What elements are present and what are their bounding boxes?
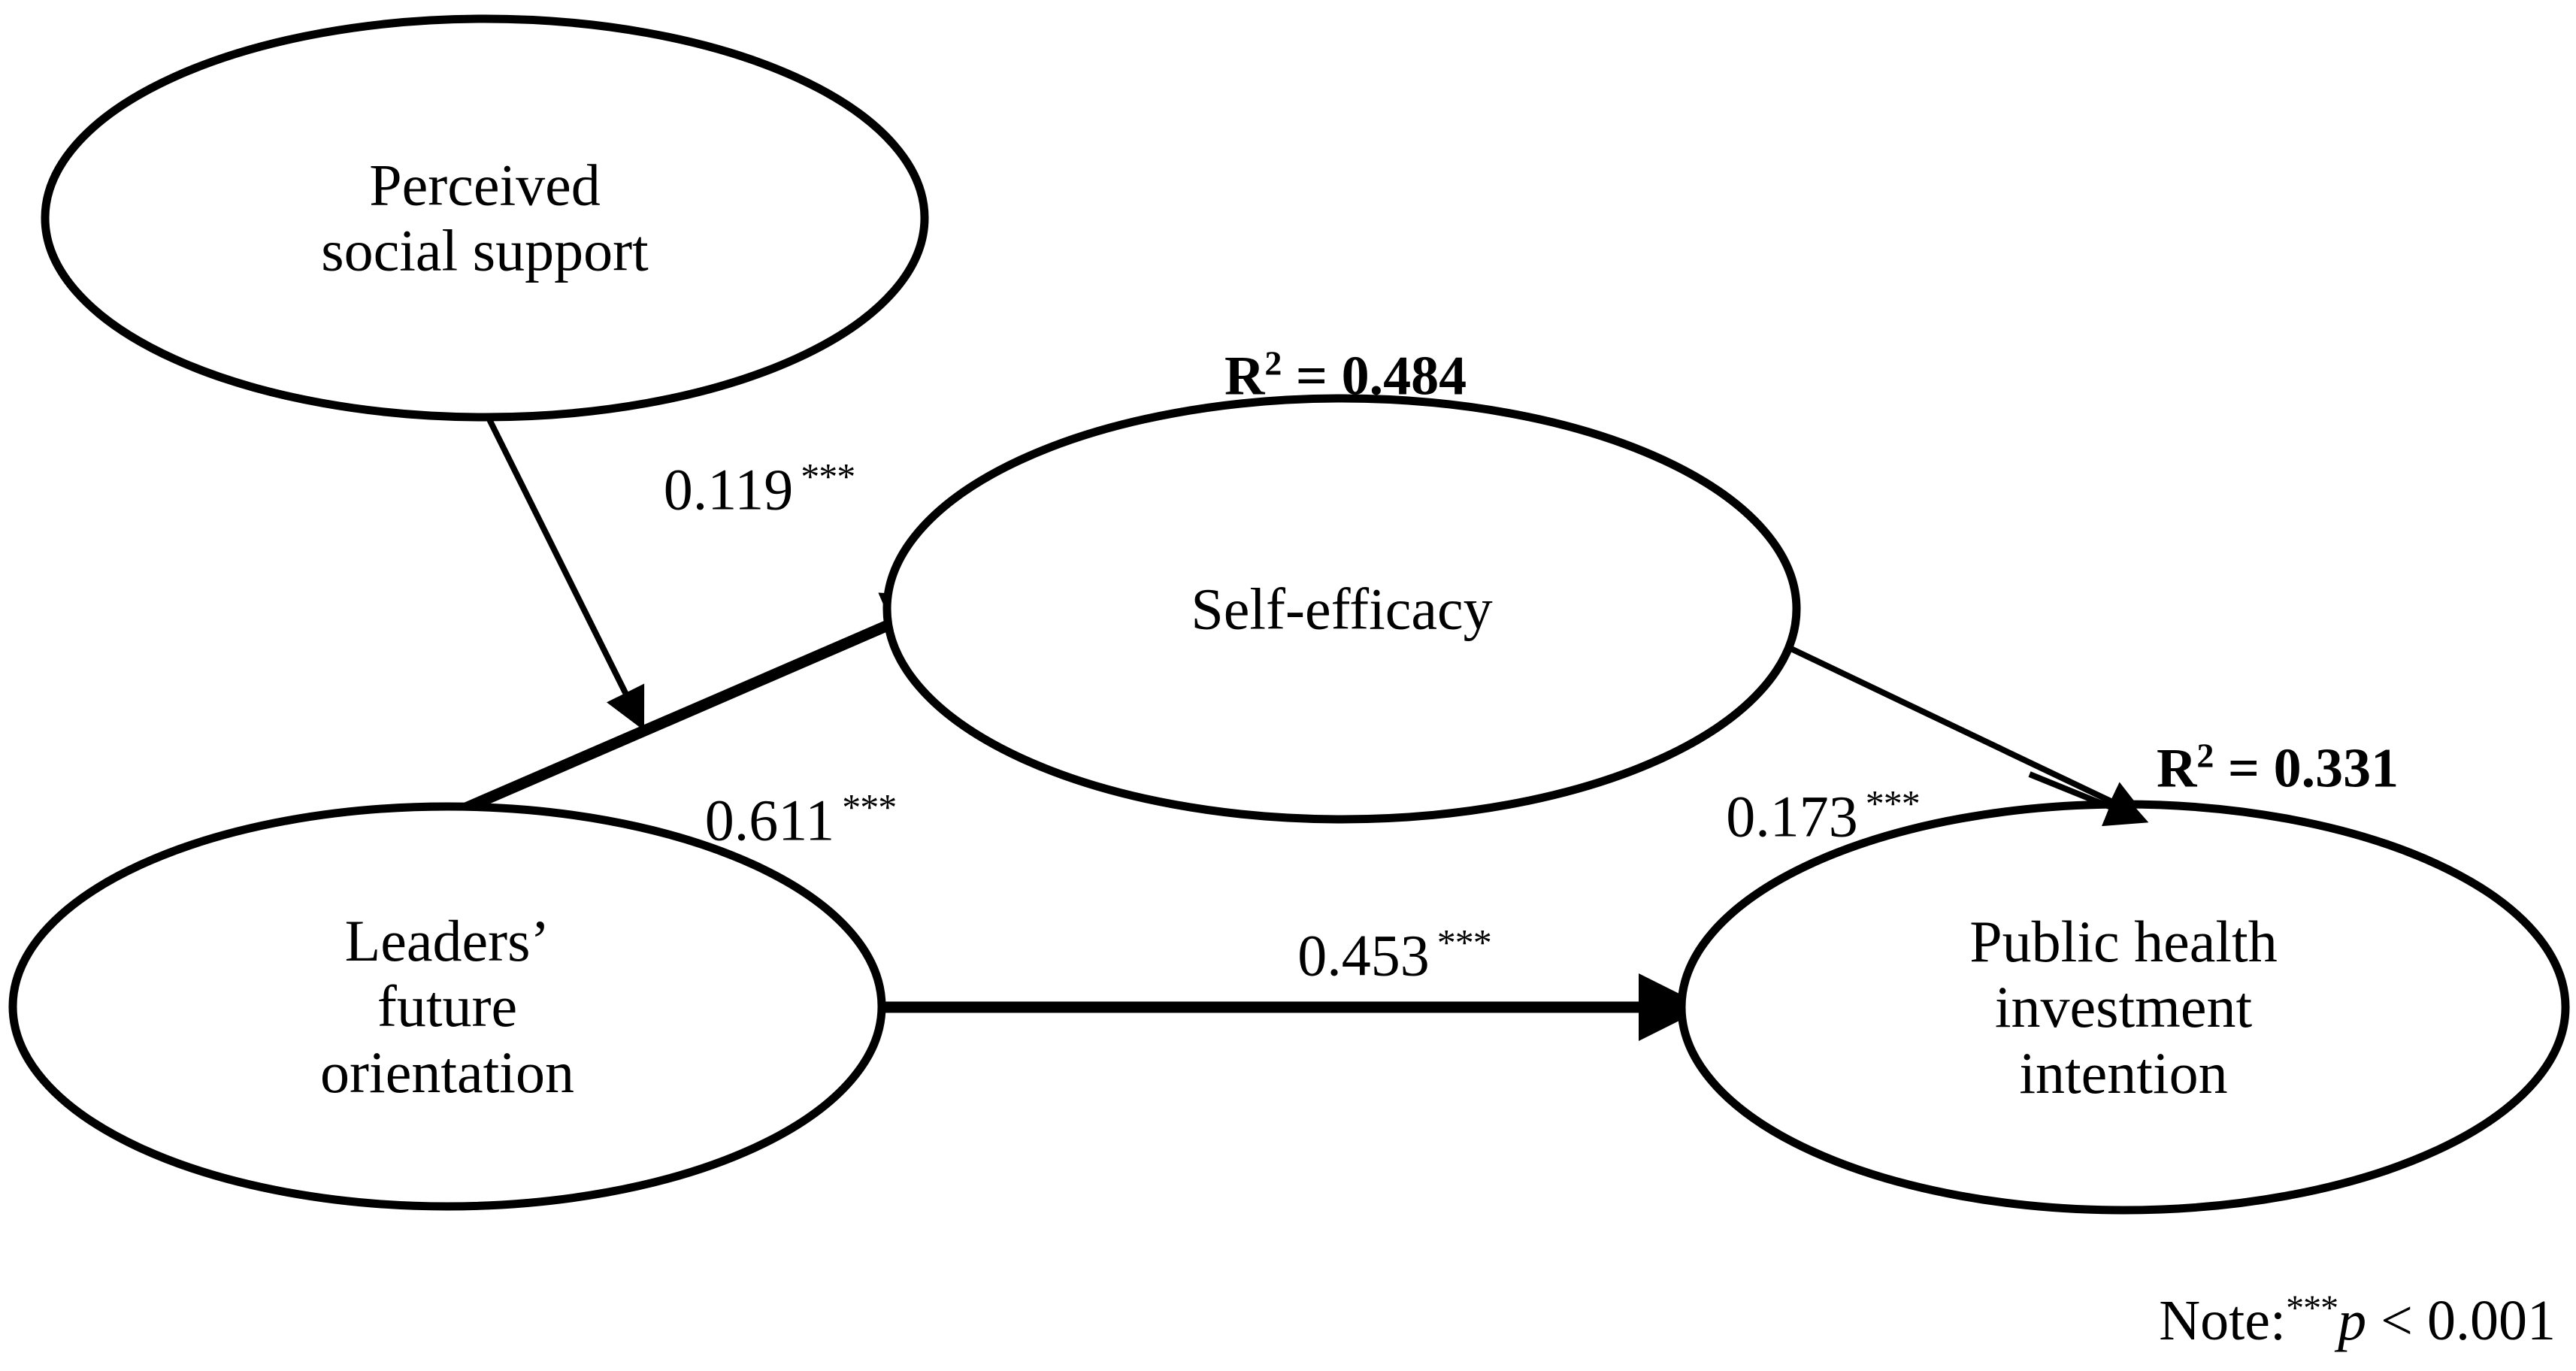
path-coefficient-self-efficacy-to-public-health: 0.173*** — [1726, 782, 1921, 849]
significance-stars: *** — [1436, 921, 1492, 964]
path-coefficient-pss-to-self-efficacy: 0.119*** — [663, 455, 856, 522]
node-self-efficacy — [882, 394, 1801, 824]
node-label-line: orientation — [320, 1039, 574, 1105]
node-label-line: Perceived — [369, 152, 601, 218]
r-squared-public-health-investment-intention: R2 = 0.331 — [2157, 737, 2399, 801]
coefficient-value: 0.119 — [663, 456, 794, 522]
r-squared-value: 0.484 — [1341, 345, 1467, 407]
node-label-self-efficacy: Self-efficacy — [1191, 576, 1492, 641]
node-label-line: Self-efficacy — [1191, 576, 1493, 642]
significance-stars: *** — [801, 455, 855, 498]
r-squared-symbol: R — [1224, 345, 1265, 407]
node-label-line: Public health — [1969, 908, 2278, 974]
edge-self-efficacy-to-public-health — [1761, 632, 2149, 820]
significance-stars: *** — [1865, 782, 1921, 825]
edge-self-efficacy-to-public-health-head — [2028, 771, 2149, 827]
coefficient-value: 0.173 — [1726, 783, 1858, 849]
r-squared-value: 0.331 — [2273, 737, 2399, 800]
node-leaders-future-orientation — [8, 802, 886, 1211]
node-label-line: Leaders’ — [344, 907, 550, 973]
path-coefficient-lfo-to-self-efficacy: 0.611*** — [704, 785, 898, 853]
r-squared-symbol: R — [2156, 737, 2197, 800]
node-label-line: investment — [1994, 974, 2253, 1040]
edge-pss-to-self-efficacy — [484, 413, 645, 731]
r-squared-self-efficacy: R2 = 0.484 — [1224, 344, 1467, 408]
node-label-public-health-investment-intention: Public health investment intention — [1969, 909, 2277, 1106]
coefficient-value: 0.453 — [1297, 922, 1430, 988]
edge-lfo-to-self-efficacy — [455, 592, 954, 817]
note-prefix: Note: — [2159, 1289, 2287, 1353]
node-label-line: intention — [2019, 1040, 2228, 1106]
node-label-line: future — [377, 973, 518, 1040]
note-comparison: < 0.001 — [2381, 1289, 2556, 1353]
r-squared-equals: = — [2227, 737, 2260, 800]
r-squared-exponent: 2 — [1264, 344, 1282, 383]
significance-stars: *** — [842, 785, 897, 828]
r-squared-exponent: 2 — [2196, 736, 2214, 775]
node-label-perceived-social-support: Perceived social support — [321, 153, 648, 284]
path-coefficient-lfo-to-public-health: 0.453*** — [1297, 921, 1492, 988]
node-label-line: social support — [321, 218, 649, 283]
note-p-variable: p — [2338, 1289, 2367, 1353]
note-stars: *** — [2286, 1288, 2338, 1328]
node-label-leaders-future-orientation: Leaders’ future orientation — [320, 908, 574, 1105]
coefficient-value: 0.611 — [704, 787, 835, 853]
significance-note: Note:***p < 0.001 — [2159, 1288, 2556, 1353]
r-squared-equals: = — [1295, 345, 1328, 407]
node-perceived-social-support — [41, 14, 929, 422]
